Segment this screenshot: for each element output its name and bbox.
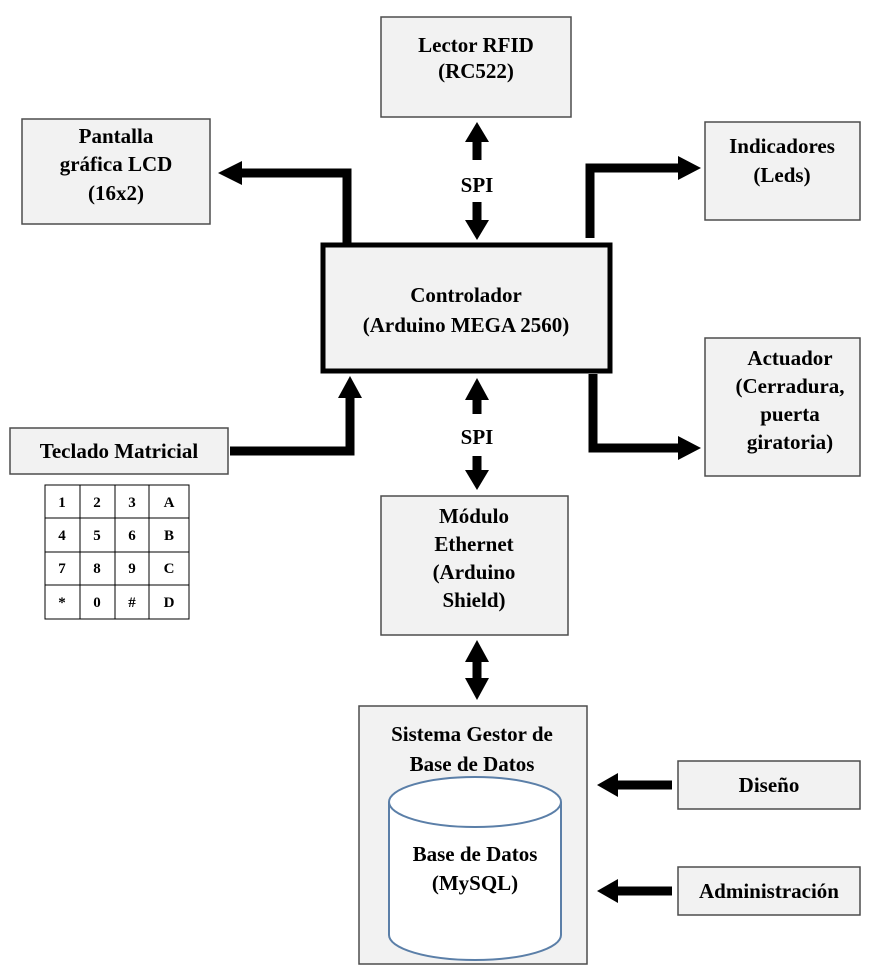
key-6: 6 (128, 528, 136, 544)
ethernet-spi-connector (465, 378, 489, 490)
ethernet-line2: Ethernet (434, 532, 513, 556)
key-4: 4 (58, 528, 66, 544)
rfid-reader-model: (RC522) (438, 59, 514, 83)
admin-to-db-arrow (597, 879, 672, 903)
key-2: 2 (93, 495, 101, 511)
actuator-box: Actuador (Cerradura, puerta giratoria) (704, 337, 861, 477)
key-c: C (164, 561, 175, 577)
ethernet-db-connector (465, 640, 489, 700)
controller-to-actuator-arrow (588, 374, 701, 460)
lcd-display-line3: (16x2) (88, 181, 144, 205)
key-a: A (164, 495, 175, 511)
actuator-line4: giratoria) (747, 430, 833, 454)
lcd-display-box: Pantalla gráfica LCD (16x2) (21, 118, 211, 225)
ethernet-module-box: Módulo Ethernet (Arduino Shield) (380, 495, 569, 636)
ethernet-line3: (Arduino (433, 560, 516, 584)
lcd-display-line1: Pantalla (79, 124, 154, 148)
actuator-line3: puerta (760, 402, 820, 426)
design-to-db-arrow (597, 773, 672, 797)
keypad-title: Teclado Matricial (40, 439, 199, 463)
key-5: 5 (93, 528, 101, 544)
controller-model: (Arduino MEGA 2560) (363, 313, 570, 337)
database-cylinder: Base de Datos (MySQL) (388, 776, 562, 961)
indicators-title: Indicadores (729, 134, 835, 158)
ethernet-line4: Shield) (442, 588, 505, 612)
database-engine: (MySQL) (432, 871, 518, 895)
key-9: 9 (128, 561, 136, 577)
key-0: 0 (93, 595, 101, 611)
keypad-box: Teclado Matricial (9, 427, 229, 475)
key-8: 8 (93, 561, 101, 577)
dbms-title-line2: Base de Datos (410, 752, 535, 776)
ethernet-line1: Módulo (439, 504, 509, 528)
key-star: * (58, 595, 66, 611)
key-b: B (164, 528, 174, 544)
indicators-subtitle: (Leds) (753, 163, 810, 187)
actuator-line2: (Cerradura, (735, 374, 844, 398)
key-hash: # (128, 595, 136, 611)
rfid-spi-connector (465, 122, 489, 240)
key-1: 1 (58, 495, 66, 511)
rfid-reader-title: Lector RFID (418, 33, 534, 57)
administration-box: Administración (677, 866, 861, 916)
design-box: Diseño (677, 760, 861, 810)
key-7: 7 (58, 561, 66, 577)
controller-to-leds-arrow (585, 156, 701, 238)
dbms-title-line1: Sistema Gestor de (391, 722, 553, 746)
spi-label-top: SPI (461, 173, 494, 197)
key-d: D (164, 595, 175, 611)
indicators-box: Indicadores (Leds) (704, 121, 861, 221)
key-3: 3 (128, 495, 136, 511)
spi-label-bottom: SPI (461, 425, 494, 449)
rfid-reader-box: Lector RFID (RC522) (380, 16, 572, 118)
controller-title: Controlador (410, 283, 522, 307)
lcd-display-line2: gráfica LCD (60, 152, 173, 176)
design-label: Diseño (739, 773, 800, 797)
keypad-to-controller-arrow (230, 376, 362, 456)
actuator-line1: Actuador (747, 346, 832, 370)
administration-label: Administración (699, 879, 839, 903)
keypad-grid: 1 2 3 A 4 5 6 B 7 8 9 C * 0 # D (44, 484, 190, 620)
controller-to-lcd-arrow (218, 161, 352, 244)
database-title: Base de Datos (413, 842, 538, 866)
controller-box: Controlador (Arduino MEGA 2560) (320, 242, 613, 374)
